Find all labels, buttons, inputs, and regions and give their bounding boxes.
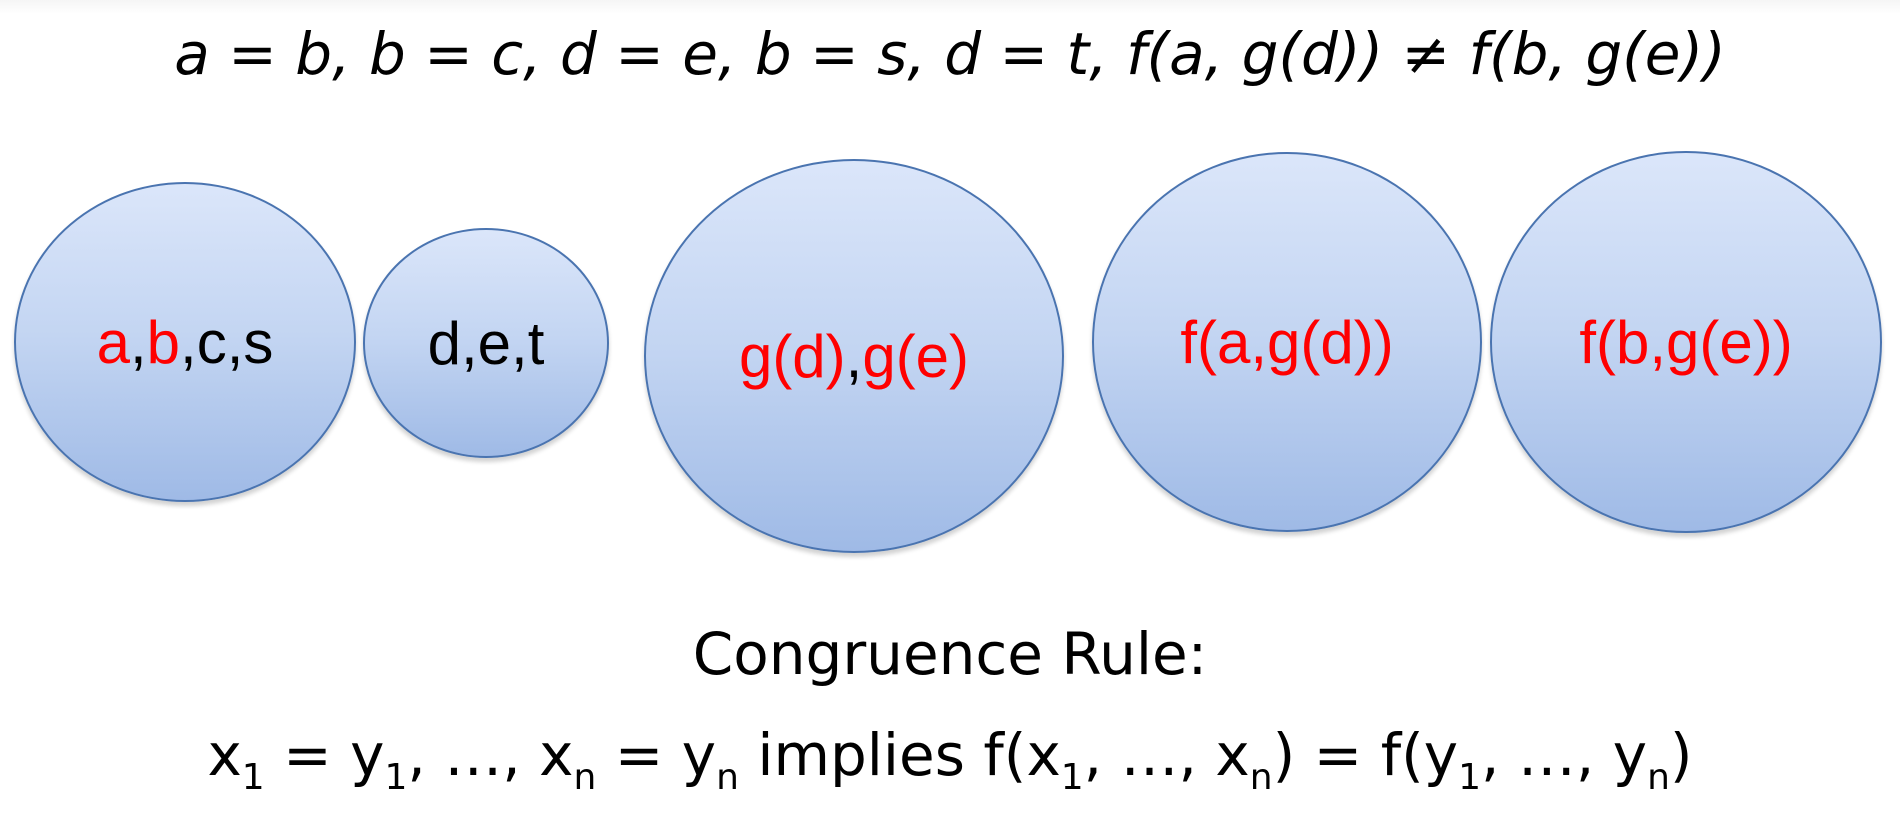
equivalence-class-det: d,e,t	[363, 228, 609, 458]
term-g-e: g(e)	[862, 322, 970, 390]
class-label: f(b,g(e))	[1579, 308, 1793, 376]
slide-title: a = b, b = c, d = e, b = s, d = t, f(a, …	[174, 20, 1726, 88]
term-a: a	[96, 308, 130, 376]
equivalence-class-gd-ge: g(d),g(e)	[644, 159, 1064, 553]
equivalence-class-fbge: f(b,g(e))	[1490, 151, 1882, 533]
terms-c-s: ,c,s	[180, 308, 274, 376]
class-label: a,b,c,s	[97, 308, 274, 377]
equivalence-class-fagd: f(a,g(d))	[1092, 152, 1482, 532]
term-g-d: g(d)	[738, 322, 846, 390]
class-label: f(a,g(d))	[1180, 308, 1394, 376]
term-b: b	[146, 308, 181, 376]
class-label: d,e,t	[427, 309, 545, 377]
rule-heading: Congruence Rule:	[692, 620, 1208, 688]
separator: ,	[845, 322, 863, 390]
equivalence-class-abcs: a,b,c,s	[14, 182, 356, 502]
rule-formula: x1 = y1, …, xn = yn implies f(x1, …, xn)…	[207, 721, 1693, 798]
separator: ,	[129, 308, 147, 376]
class-label: g(d),g(e)	[739, 322, 969, 391]
